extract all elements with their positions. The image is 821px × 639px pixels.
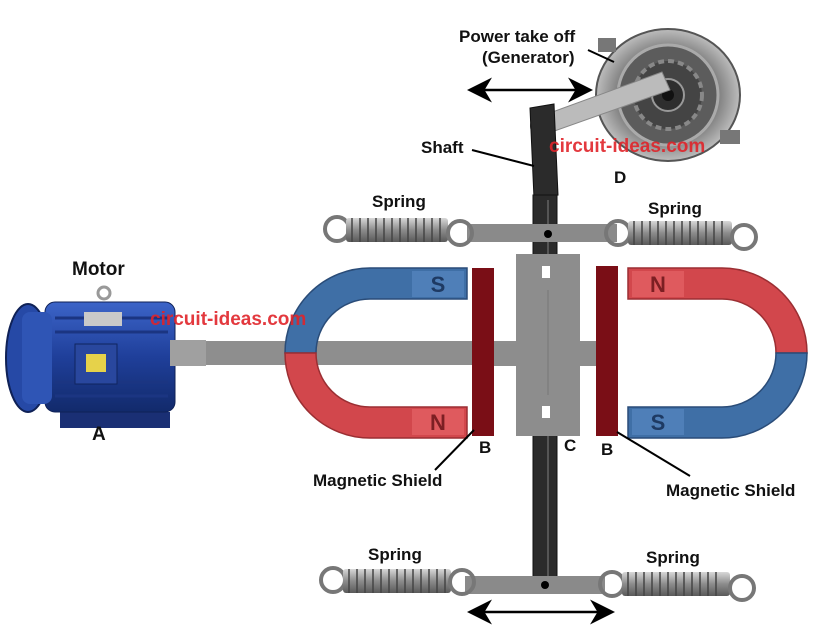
label-spring-bottom-right: Spring (646, 548, 700, 567)
label-generator-letter: D (614, 168, 627, 187)
watermark-right: circuit-ideas.com (549, 136, 706, 157)
label-spring-top-left: Spring (372, 192, 426, 211)
generator-leader-line (587, 49, 615, 63)
left-horseshoe-magnet (284, 267, 468, 439)
spring-bottom-right (598, 570, 756, 602)
label-shield-left-letter: B (479, 438, 492, 457)
spring-top-right (604, 219, 758, 251)
pole-left-top: S (431, 272, 446, 297)
pole-left-bottom: N (430, 410, 446, 435)
label-motor-letter: A (92, 424, 106, 445)
spring-top-left (323, 215, 474, 247)
label-center-letter: C (564, 436, 577, 455)
generator (595, 28, 741, 162)
right-horseshoe-magnet (627, 267, 808, 439)
shaft-leader-line (471, 149, 535, 167)
bottom-linkage-bar (465, 576, 605, 594)
label-spring-top-right: Spring (648, 199, 702, 218)
top-linkage-bar (467, 224, 617, 242)
label-shield-right-letter: B (601, 440, 614, 459)
motor (5, 285, 206, 428)
spring-bottom-left (319, 566, 476, 596)
label-magnetic-shield-right: Magnetic Shield (666, 481, 796, 500)
label-generator: (Generator) (482, 48, 575, 67)
pole-right-bottom: S (651, 410, 666, 435)
label-motor: Motor (72, 259, 125, 280)
watermark-left: circuit-ideas.com (150, 309, 307, 330)
shield-right-leader-line (616, 431, 691, 477)
shield-left-leader-line (434, 429, 475, 471)
magnetic-shield-right (596, 266, 618, 436)
label-power-take-off: Power take off (459, 27, 576, 46)
label-shaft: Shaft (421, 138, 464, 157)
center-slider-block (494, 254, 596, 436)
pole-right-top: N (650, 272, 666, 297)
label-magnetic-shield-left: Magnetic Shield (313, 471, 443, 490)
label-spring-bottom-left: Spring (368, 545, 422, 564)
magnetic-shield-left (472, 268, 494, 436)
